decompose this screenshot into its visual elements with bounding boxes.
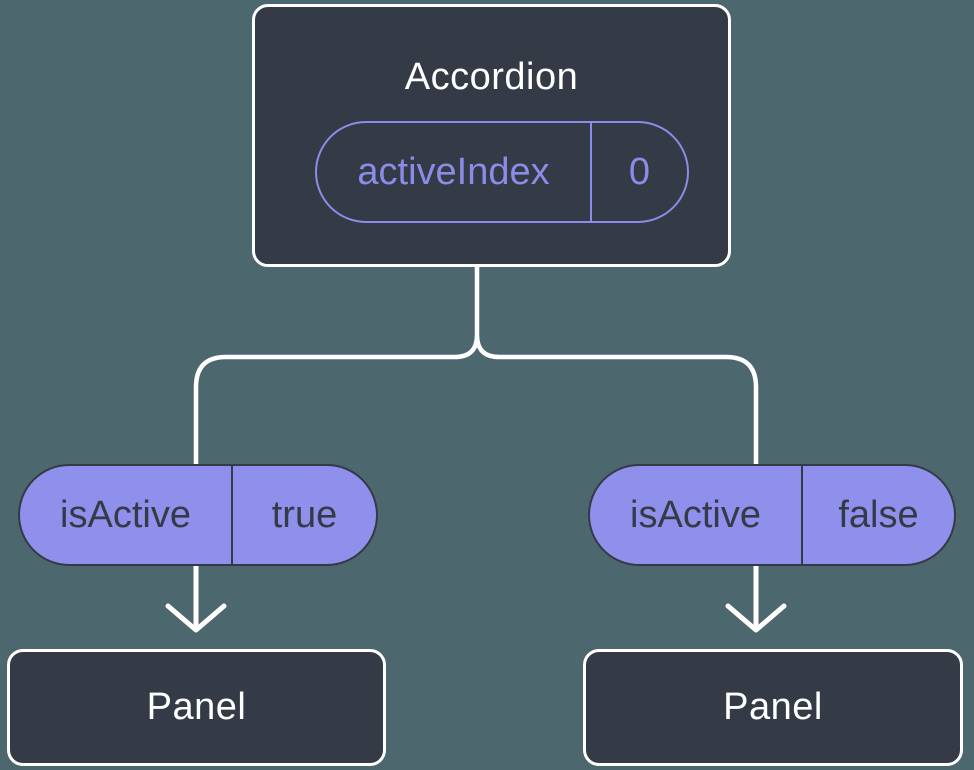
state-name: activeIndex [317,123,590,221]
right-prop-name-label: isActive [630,493,761,536]
state-name-label: activeIndex [357,150,550,193]
right-prop-value: false [801,466,954,564]
right-panel-node: Panel [583,649,963,766]
accordion-state-pill: activeIndex 0 [315,121,689,223]
left-panel-node: Panel [7,649,386,766]
left-panel-title: Panel [146,686,247,728]
right-prop-name: isActive [590,466,801,564]
left-arrow [165,563,227,633]
branch-connector [193,262,759,469]
left-prop-value: true [231,466,376,564]
left-prop-name: isActive [20,466,231,564]
state-value: 0 [590,123,687,221]
right-arrow [725,563,787,633]
left-prop-pill: isActive true [18,464,378,566]
right-panel-title: Panel [723,686,823,728]
accordion-node: Accordion activeIndex 0 [252,4,731,267]
accordion-node-title: Accordion [404,56,579,98]
state-value-label: 0 [628,150,651,193]
left-prop-name-label: isActive [60,493,191,536]
right-prop-value-label: false [838,493,919,536]
right-prop-pill: isActive false [588,464,956,566]
left-prop-value-label: true [271,493,338,536]
